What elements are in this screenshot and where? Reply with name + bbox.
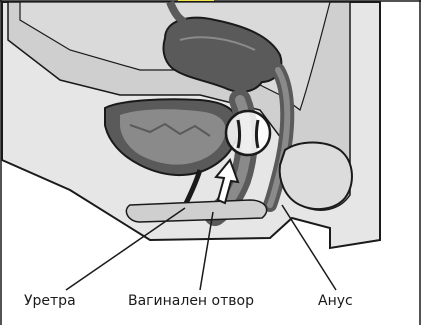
canal-wall-left bbox=[238, 120, 240, 148]
label-vaginal-opening: Вагинален отвор bbox=[128, 291, 254, 311]
label-anus: Анус bbox=[318, 291, 353, 311]
label-urethra: Уретра bbox=[24, 291, 76, 311]
canal-wall-right bbox=[257, 120, 259, 148]
buttock-region bbox=[280, 143, 352, 210]
highlight-circle bbox=[226, 111, 270, 155]
